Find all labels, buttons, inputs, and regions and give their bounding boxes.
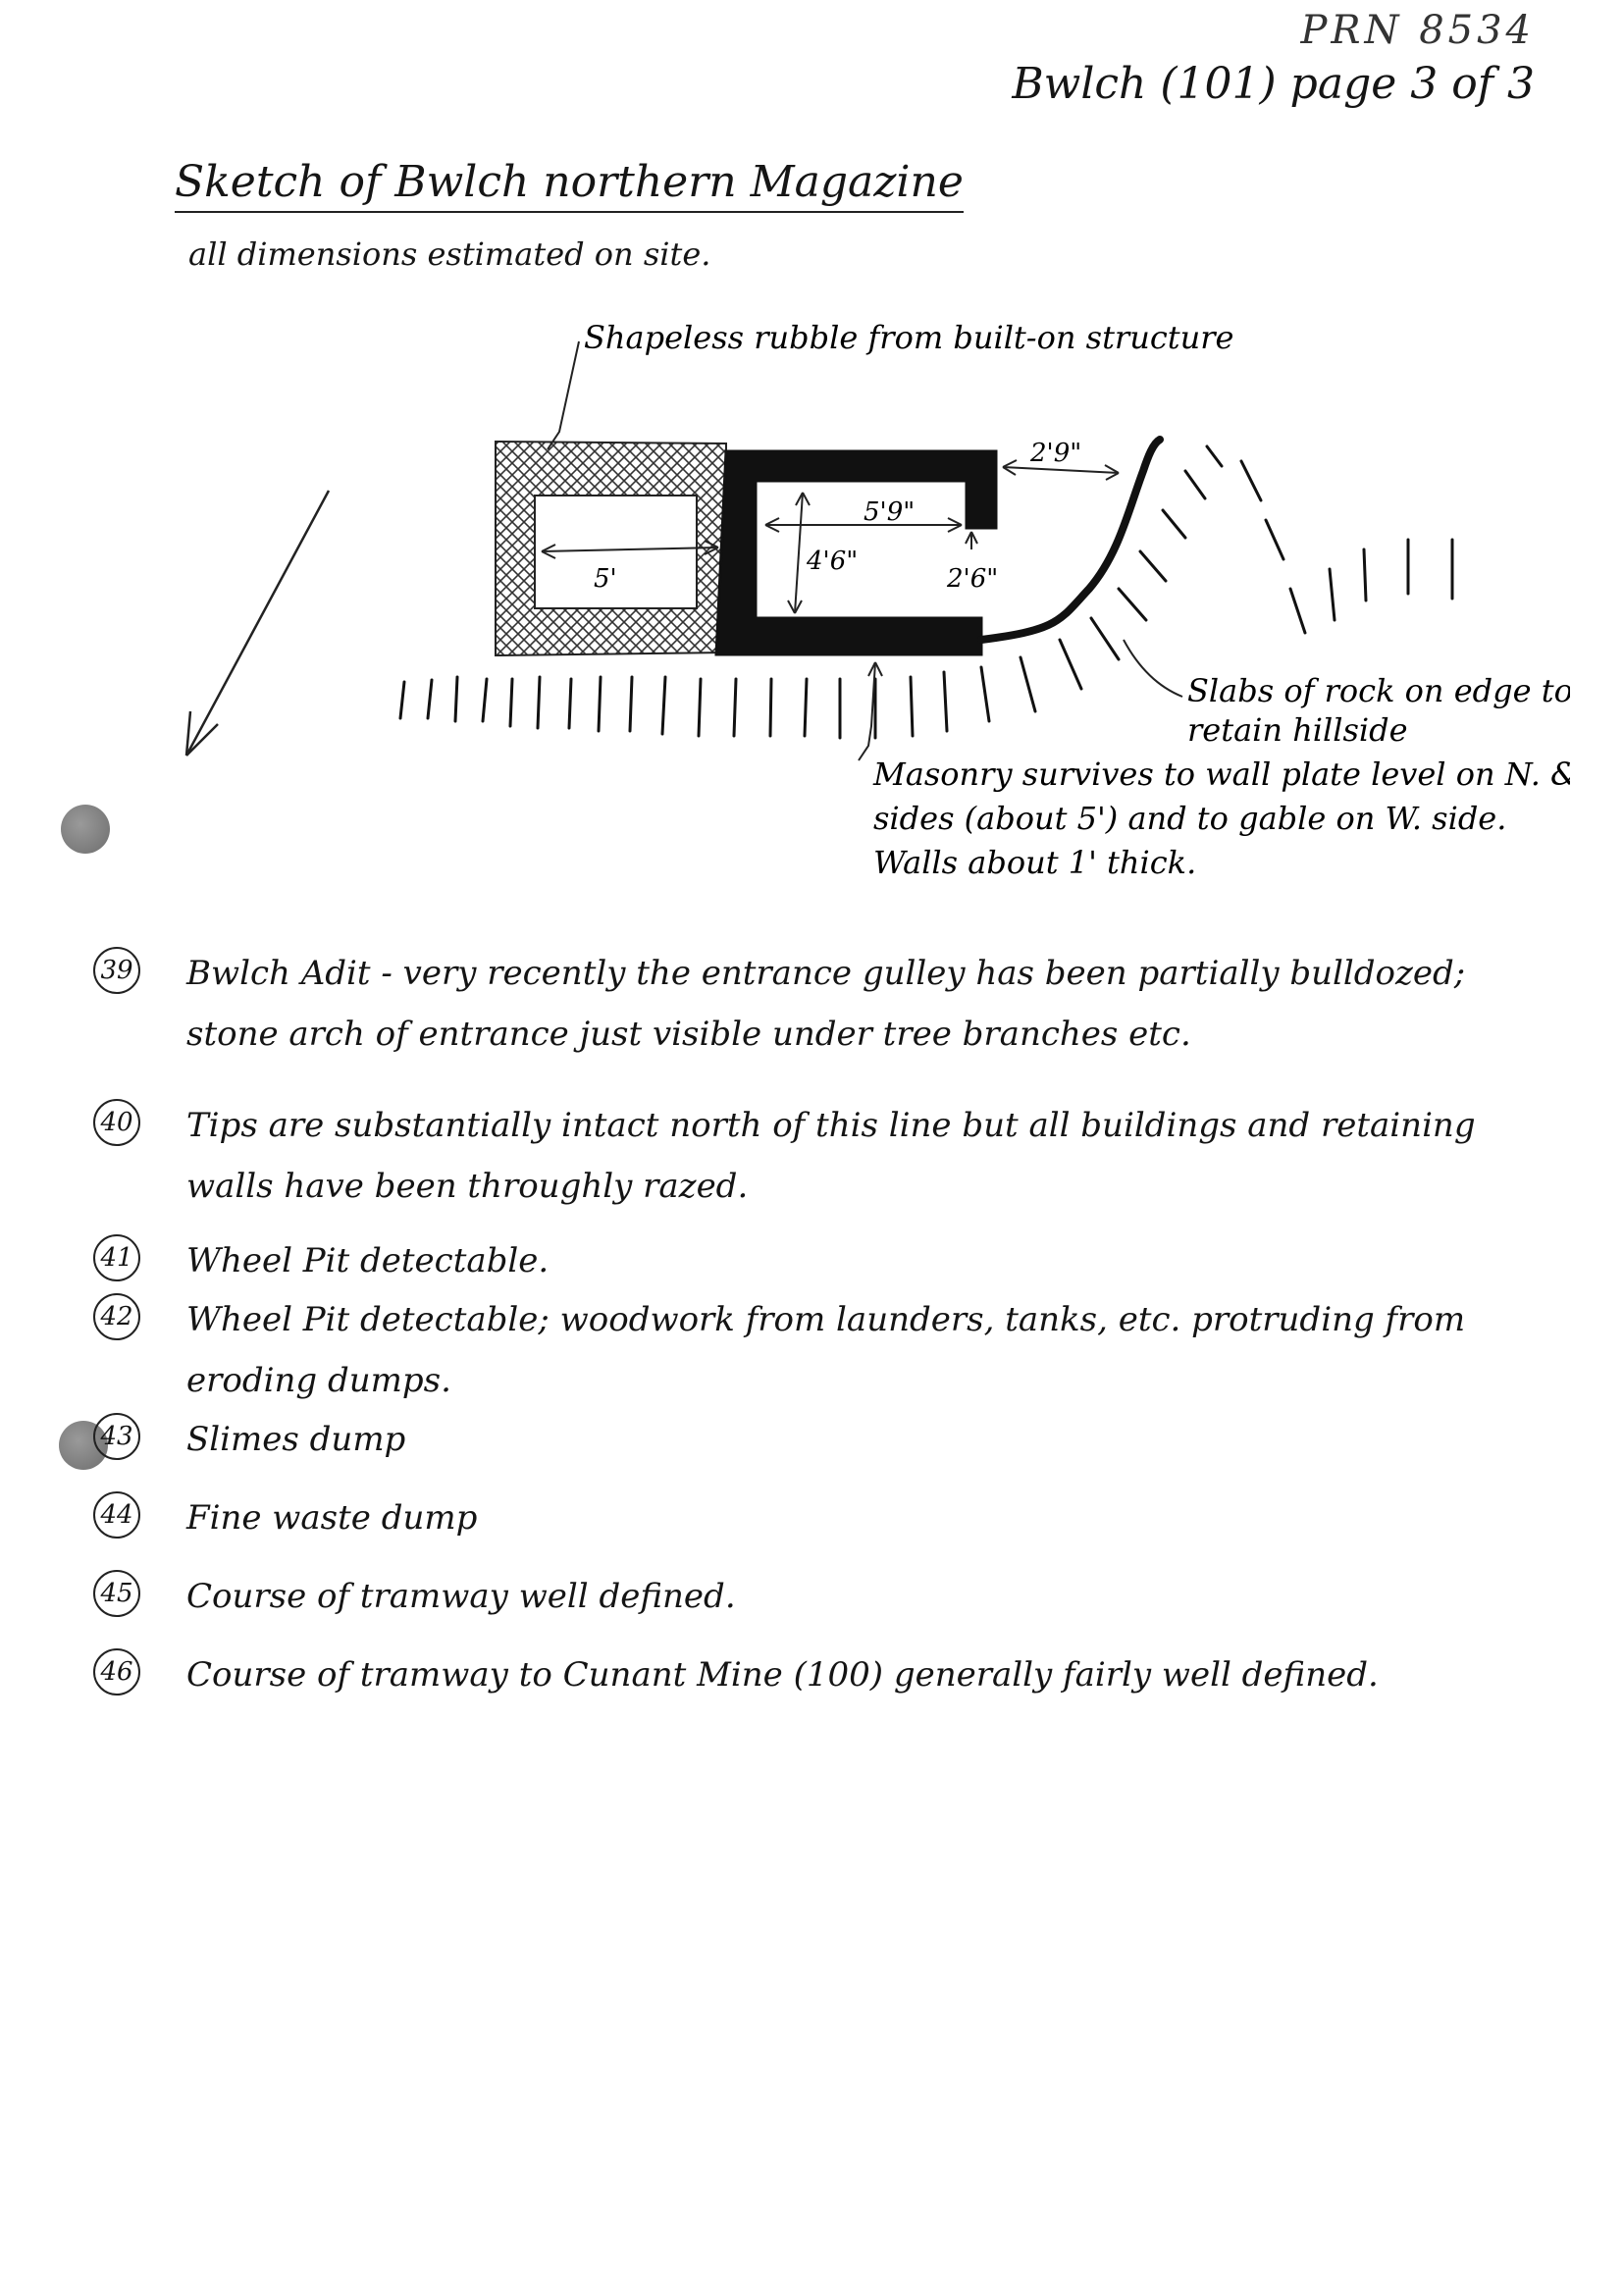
punch-hole: [61, 805, 110, 854]
sketch-title: Sketch of Bwlch northern Magazine: [175, 157, 964, 213]
entry-text: Bwlch Adit - very recently the entrance …: [186, 954, 1466, 1054]
page-reference-block: PRN 8534 Bwlch (101) page 3 of 3: [1012, 8, 1535, 109]
entry-text: Wheel Pit detectable.: [186, 1241, 550, 1280]
entry-text: Fine waste dump: [186, 1498, 478, 1538]
entry-number: 46: [93, 1648, 140, 1696]
entry-text: Slimes dump: [186, 1420, 406, 1459]
magazine-sketch: Shapeless rubble from built-on structure…: [184, 319, 1570, 881]
rubble-label: Shapeless rubble from built-on structure: [584, 319, 1233, 356]
north-arrow: [184, 490, 331, 757]
entry-number: 40: [93, 1099, 140, 1146]
dim-5-9: 5'9": [864, 497, 915, 527]
slabs-leader: [1123, 639, 1183, 698]
slabs-label-2: retain hillside: [1187, 711, 1408, 749]
entry-number: 41: [93, 1234, 140, 1281]
dim-2-6: 2'6": [946, 564, 998, 594]
entry-number: 42: [93, 1293, 140, 1340]
retaining-slabs: [977, 436, 1164, 644]
dim-4-6: 4'6": [806, 547, 858, 576]
entry-text: Tips are substantially intact north of t…: [186, 1106, 1476, 1206]
masonry-label-1: Masonry survives to wall plate level on …: [872, 756, 1570, 793]
page-label: Bwlch (101) page 3 of 3: [1012, 59, 1535, 109]
masonry-leader: [858, 661, 876, 761]
entry-text: Course of tramway well defined.: [186, 1577, 736, 1616]
entry-number: 44: [93, 1491, 140, 1539]
masonry-label-2: sides (about 5') and to gable on W. side…: [873, 800, 1506, 837]
entry-text: Course of tramway to Cunant Mine (100) g…: [186, 1655, 1379, 1695]
rubble-leader: [547, 340, 580, 450]
entry-text: Wheel Pit detectable; woodwork from laun…: [186, 1300, 1466, 1400]
masonry-label-3: Walls about 1' thick.: [873, 844, 1196, 881]
magazine-walls: [714, 449, 998, 656]
entry-number: 45: [93, 1570, 140, 1617]
slabs-label-1: Slabs of rock on edge to: [1187, 672, 1570, 709]
entry-number: 39: [93, 947, 140, 994]
hillside-hachures: [398, 444, 1454, 740]
entry-number: 43: [93, 1413, 140, 1460]
sketch-subtitle: all dimensions estimated on site.: [188, 235, 711, 273]
prn-reference: PRN 8534: [1300, 8, 1535, 53]
dim-5: 5': [594, 564, 617, 594]
dim-2-9: 2'9": [1029, 439, 1081, 468]
